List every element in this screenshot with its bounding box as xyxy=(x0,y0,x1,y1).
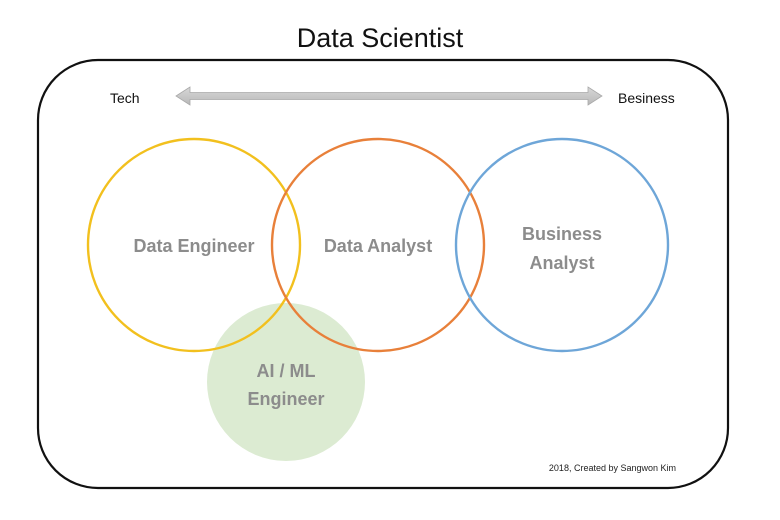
data-engineer-circle xyxy=(86,137,302,353)
data-analyst-label: Data Analyst xyxy=(324,236,432,256)
tech-business-arrow xyxy=(175,86,603,106)
ai-ml-engineer-label-line2: Engineer xyxy=(247,389,324,409)
tech-label: Tech xyxy=(110,90,140,106)
business-analyst-label-line1: Business xyxy=(522,224,602,244)
business-label: Besiness xyxy=(618,90,675,106)
data-engineer-label: Data Engineer xyxy=(133,236,254,256)
data-scientist-frame xyxy=(36,58,730,490)
credit-text: 2018, Created by Sangwon Kim xyxy=(549,463,676,473)
business-analyst-label-line2: Analyst xyxy=(529,253,594,273)
business-analyst-circle xyxy=(454,137,670,353)
ai-ml-engineer-label-line1: AI / ML xyxy=(257,361,316,381)
data-analyst-circle xyxy=(270,137,486,353)
double-arrow-shape xyxy=(175,86,603,106)
ai-ml-engineer-circle xyxy=(207,303,365,461)
diagram-title: Data Scientist xyxy=(297,23,464,53)
